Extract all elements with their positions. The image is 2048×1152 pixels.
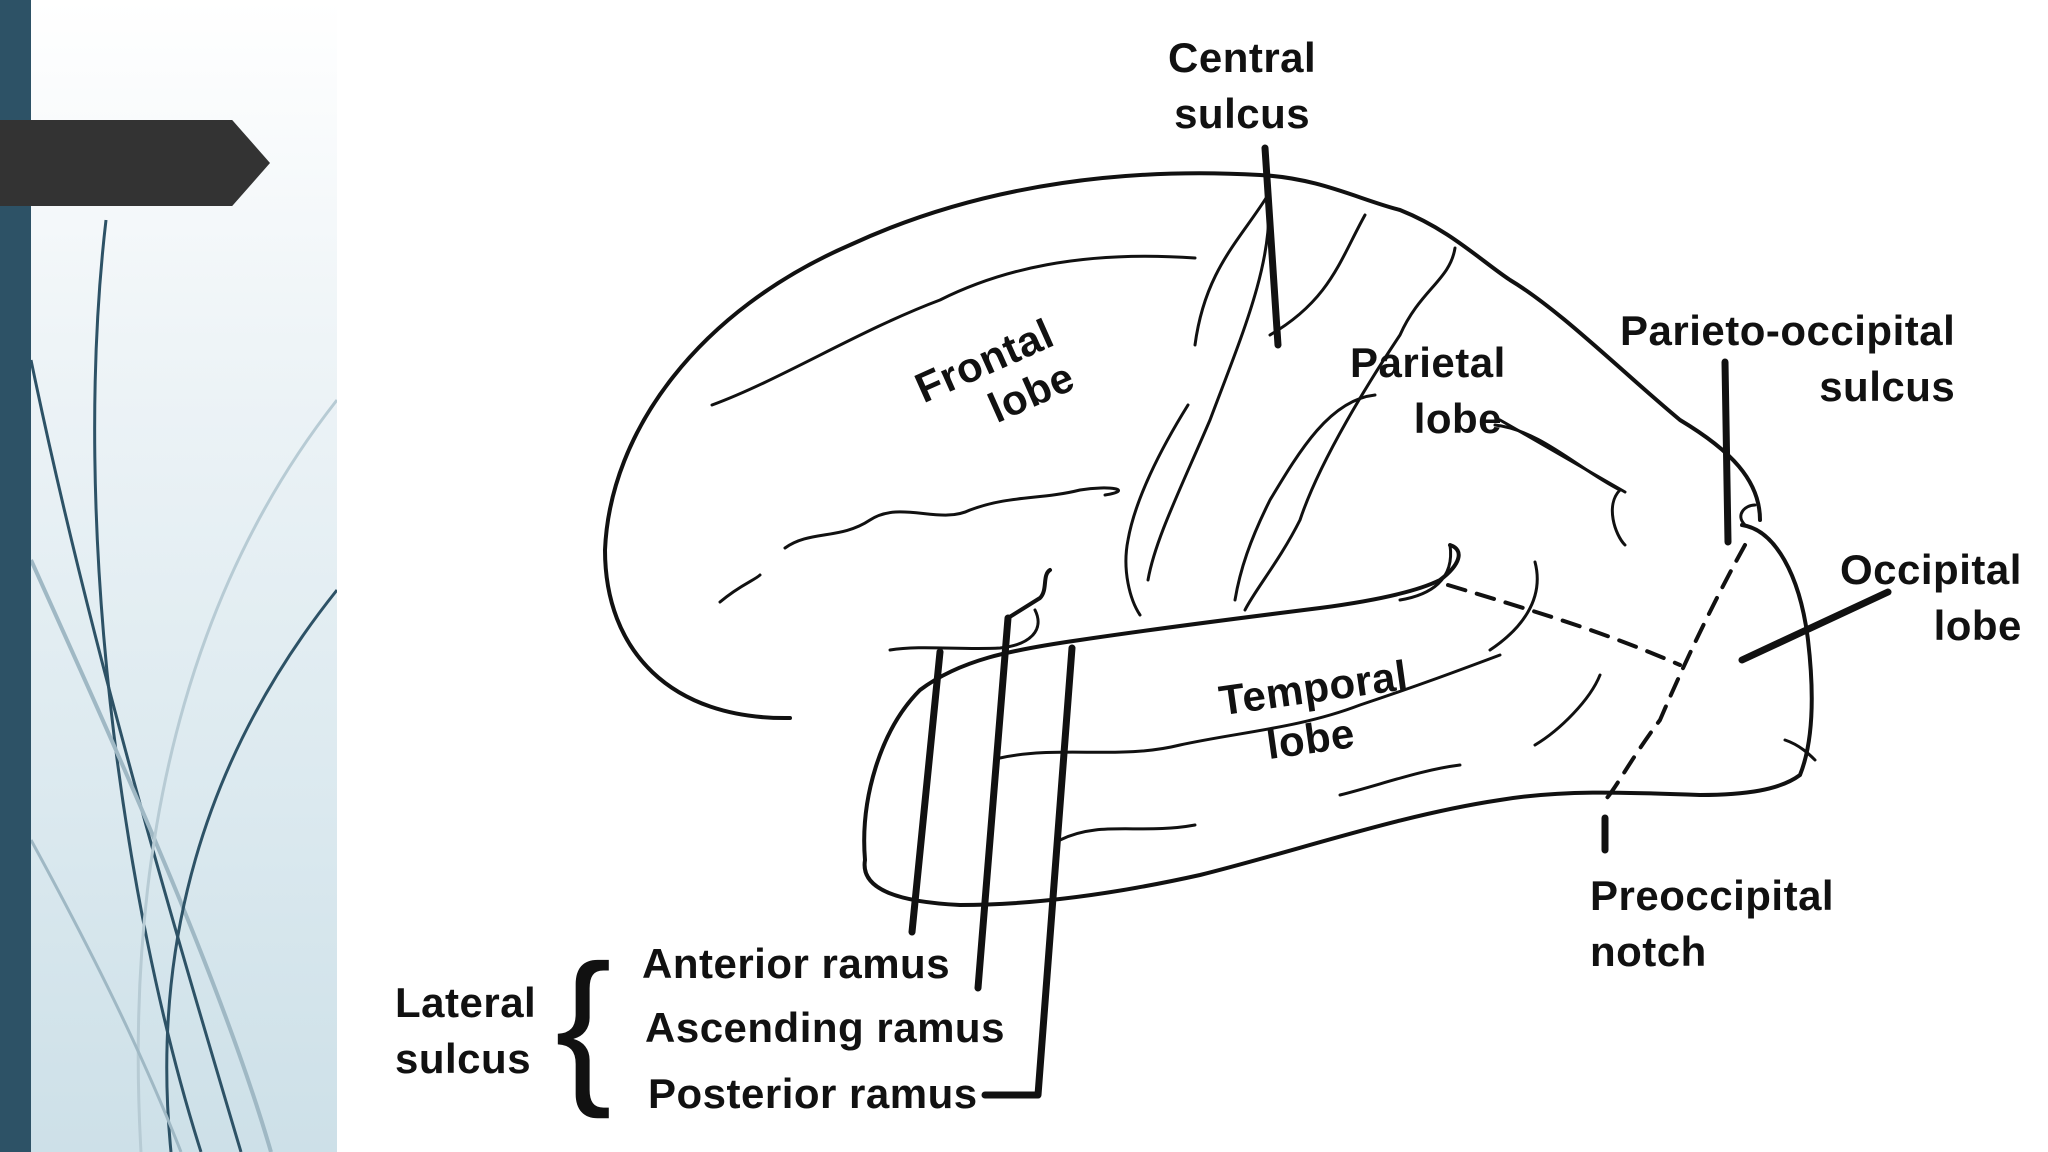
brain-outline-upper	[603, 171, 1762, 721]
label-central-sulcus: Central sulcus	[1168, 34, 1317, 137]
label-anterior-ramus: Anterior ramus	[642, 940, 951, 987]
label-posterior-ramus: Posterior ramus	[648, 1070, 978, 1117]
label-lateral-sulcus: Lateral sulcus	[395, 979, 537, 1082]
label-preoccipital-notch: Preoccipital notch	[1590, 872, 1835, 975]
parieto-temporal-dashed-line	[1446, 583, 1682, 667]
pointer-posterior-ramus	[981, 644, 1076, 1099]
pointer-parieto-occipital	[1721, 358, 1732, 546]
lateral-sulcus-line	[998, 653, 1502, 760]
central-sulcus-line	[1193, 193, 1270, 347]
pointer-parietal-lobe	[1498, 418, 1627, 494]
temporal-lobe-outline	[862, 543, 1702, 907]
label-parieto-occipital-sulcus: Parieto-occipital sulcus	[1620, 307, 1956, 410]
pointer-ascending-ramus	[974, 614, 1012, 992]
pointer-central-sulcus	[1261, 144, 1282, 349]
pointer-occipital-lobe	[1738, 588, 1892, 664]
label-occipital-lobe: Occipital lobe	[1840, 546, 2022, 649]
decorative-curves	[31, 219, 337, 1152]
label-parietal-lobe: Parietal lobe	[1350, 339, 1506, 442]
pointer-anterior-ramus	[908, 648, 944, 936]
title-tab-arrow	[0, 120, 270, 206]
brain-outline-occipital	[1698, 523, 1814, 797]
label-ascending-ramus: Ascending ramus	[645, 1004, 1005, 1051]
lateral-sulcus-brace: {	[555, 930, 612, 1120]
parieto-occipital-dashed-line	[1603, 543, 1747, 802]
